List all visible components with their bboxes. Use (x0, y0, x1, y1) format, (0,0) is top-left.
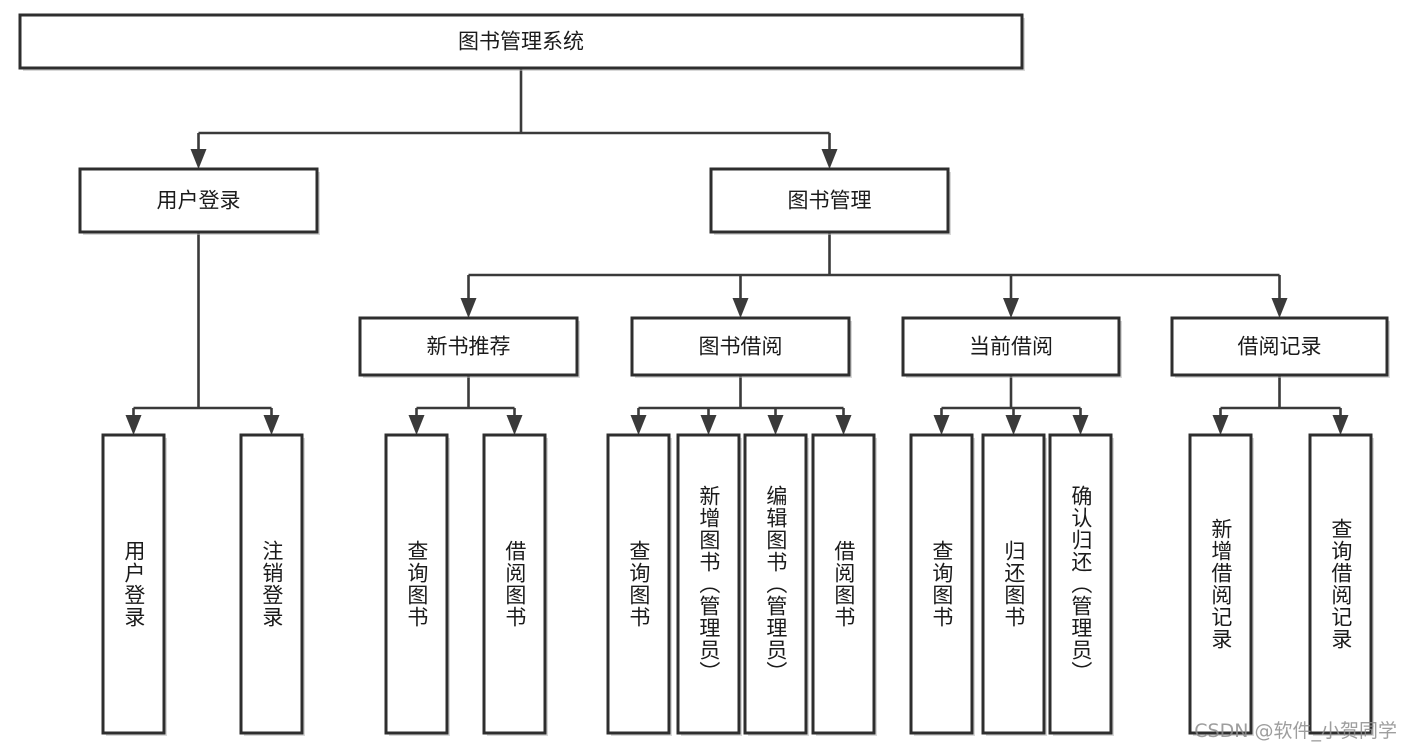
node-label-wrap: 新增借阅记录 (1208, 518, 1233, 650)
node-label: 新书推荐 (427, 335, 511, 359)
arrowhead-icon (190, 149, 207, 169)
node-label: 新增借阅记录 (1208, 518, 1233, 650)
arrowhead-icon (700, 415, 717, 435)
node-cb-confirm-return[interactable]: 确认归还（管理员） (1048, 433, 1114, 736)
arrowhead-icon (460, 298, 477, 318)
arrowhead-icon (835, 415, 852, 435)
node-box[interactable] (606, 433, 671, 735)
node-label: 确认归还（管理员） (1068, 485, 1093, 683)
node-box[interactable] (709, 167, 950, 234)
node-borrow-records[interactable]: 借阅记录 (1170, 316, 1390, 378)
arrowhead-icon (1271, 298, 1288, 318)
node-box[interactable] (901, 316, 1121, 377)
node-user-login[interactable]: 用户登录 (78, 167, 320, 235)
node-label-wrap: 查询借阅记录 (1328, 518, 1353, 650)
node-label-wrap: 查询图书 (626, 540, 651, 628)
arrowhead-icon (821, 149, 838, 169)
node-box[interactable] (78, 167, 319, 234)
node-box[interactable] (1188, 433, 1253, 735)
node-label-wrap: 编辑图书（管理员） (763, 485, 788, 683)
node-user-logout[interactable]: 注销登录 (239, 433, 305, 736)
node-bb-borrow-book[interactable]: 借阅图书 (811, 433, 877, 736)
node-label: 编辑图书（管理员） (763, 485, 788, 683)
arrowhead-icon (125, 415, 142, 435)
node-label-wrap: 查询图书 (404, 540, 429, 628)
arrowhead-icon (933, 415, 950, 435)
node-box[interactable] (239, 433, 304, 735)
arrowhead-icon (630, 415, 647, 435)
node-nbr-borrow-book[interactable]: 借阅图书 (482, 433, 548, 736)
node-book-management[interactable]: 图书管理 (709, 167, 951, 235)
arrowhead-icon (506, 415, 523, 435)
node-box[interactable] (676, 433, 741, 735)
node-box[interactable] (909, 433, 974, 735)
node-label: 借阅图书 (831, 540, 856, 628)
node-box[interactable] (1170, 316, 1389, 377)
node-cb-query-book[interactable]: 查询图书 (909, 433, 975, 736)
node-label-wrap: 新增图书（管理员） (696, 485, 721, 683)
node-user-login-do[interactable]: 用户登录 (101, 433, 167, 736)
node-root[interactable]: 图书管理系统 (18, 13, 1025, 71)
node-label: 查询图书 (929, 540, 954, 628)
node-label-wrap: 借阅图书 (831, 540, 856, 628)
node-box[interactable] (811, 433, 876, 735)
node-nbr-query-book[interactable]: 查询图书 (384, 433, 450, 736)
node-label-wrap: 确认归还（管理员） (1068, 485, 1093, 683)
node-new-book-recommend[interactable]: 新书推荐 (358, 316, 580, 378)
node-label: 查询借阅记录 (1328, 518, 1353, 650)
node-label: 用户登录 (157, 189, 241, 213)
node-label: 图书管理系统 (458, 30, 584, 54)
node-box[interactable] (1308, 433, 1373, 735)
node-label: 当前借阅 (969, 335, 1053, 359)
node-box[interactable] (630, 316, 851, 377)
node-bb-query-book[interactable]: 查询图书 (606, 433, 672, 736)
node-box[interactable] (358, 316, 579, 377)
node-br-add-record[interactable]: 新增借阅记录 (1188, 433, 1254, 736)
arrowhead-icon (1212, 415, 1229, 435)
node-label: 图书管理 (788, 189, 872, 213)
node-label-wrap: 借阅图书 (502, 540, 527, 628)
node-current-borrow[interactable]: 当前借阅 (901, 316, 1122, 378)
arrowhead-icon (1072, 415, 1089, 435)
node-box[interactable] (1048, 433, 1113, 735)
node-box[interactable] (101, 433, 166, 735)
arrowhead-icon (408, 415, 425, 435)
node-label-wrap: 用户登录 (121, 540, 146, 628)
node-label-wrap: 归还图书 (1001, 540, 1026, 628)
node-box[interactable] (981, 433, 1046, 735)
arrowhead-icon (1005, 415, 1022, 435)
arrowhead-icon (1003, 298, 1019, 318)
node-cb-return-book[interactable]: 归还图书 (981, 433, 1047, 736)
node-label: 借阅记录 (1238, 335, 1322, 359)
arrowhead-icon (767, 415, 784, 435)
node-label: 用户登录 (121, 540, 146, 628)
node-label: 图书借阅 (699, 335, 783, 359)
node-bb-edit-book[interactable]: 编辑图书（管理员） (743, 433, 809, 736)
node-label-wrap: 查询图书 (929, 540, 954, 628)
node-bb-add-book[interactable]: 新增图书（管理员） (676, 433, 742, 736)
node-label: 借阅图书 (502, 540, 527, 628)
node-label-wrap: 注销登录 (259, 540, 284, 628)
node-box[interactable] (18, 13, 1024, 70)
node-br-query-record[interactable]: 查询借阅记录 (1308, 433, 1374, 736)
edge-layer (125, 68, 1349, 435)
arrowhead-icon (263, 415, 280, 435)
node-box[interactable] (482, 433, 547, 735)
node-label: 新增图书（管理员） (696, 485, 721, 683)
node-layer: 图书管理系统用户登录用户登录注销登录图书管理新书推荐查询图书借阅图书图书借阅查询… (18, 13, 1390, 736)
node-label: 查询图书 (404, 540, 429, 628)
node-book-borrow[interactable]: 图书借阅 (630, 316, 852, 378)
node-box[interactable] (743, 433, 808, 735)
arrowhead-icon (1332, 415, 1349, 435)
node-box[interactable] (384, 433, 449, 735)
node-label: 归还图书 (1001, 540, 1026, 628)
node-label: 注销登录 (259, 540, 284, 628)
node-label: 查询图书 (626, 540, 651, 628)
arrowhead-icon (732, 298, 749, 318)
